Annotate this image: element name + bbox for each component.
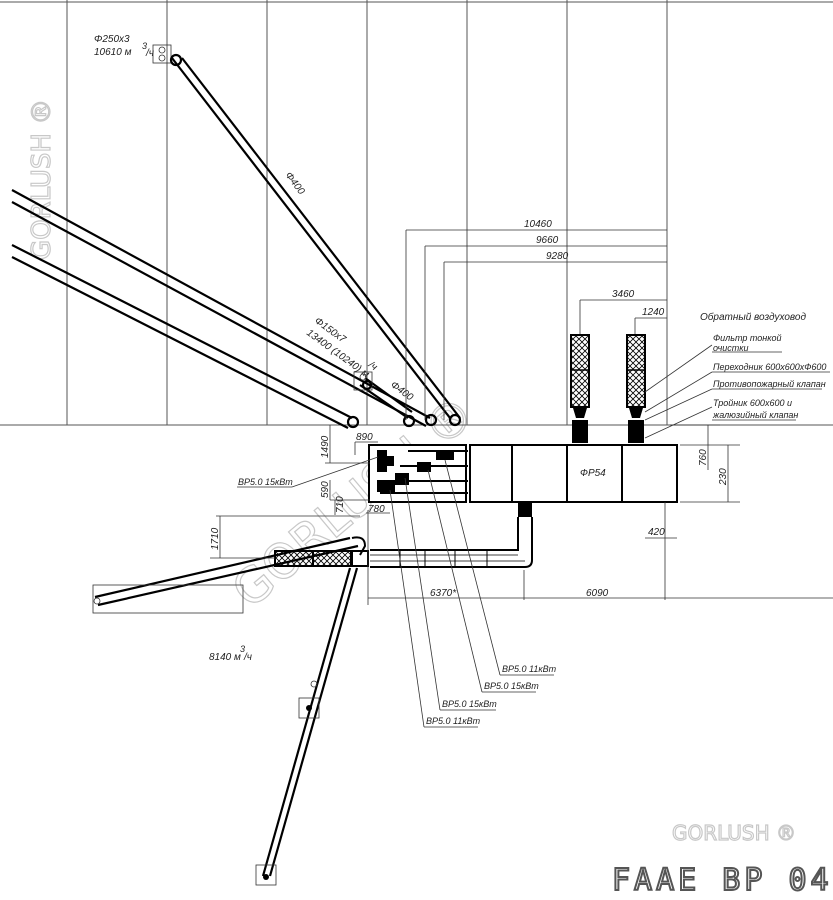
- dim-230: 230: [718, 468, 729, 486]
- svg-text:GORLUSH ®: GORLUSH ®: [27, 99, 57, 260]
- dim-9660: 9660: [536, 235, 559, 246]
- low-flow-label: 8140 м: [209, 652, 241, 663]
- callout-tee-1: Тройник 600х600 и: [713, 398, 792, 408]
- svg-text:3: 3: [142, 41, 147, 51]
- svg-text:/ч: /ч: [243, 652, 252, 663]
- unit-label: ФР54: [580, 468, 606, 479]
- dim-1490: 1490: [320, 435, 331, 458]
- vertical-riser: [370, 502, 533, 568]
- dimensions-right: [645, 424, 740, 600]
- fan-room: [368, 444, 468, 503]
- dim-3460: 3460: [612, 289, 635, 300]
- dim-1710: 1710: [210, 527, 221, 550]
- drawing-title: FAAE BP 040: [612, 863, 833, 898]
- callout-filter-2: очистки: [713, 343, 749, 353]
- fan-label-2: ВР5.0 15кВт: [484, 681, 539, 691]
- pipe-lower-left: [92, 536, 367, 614]
- callout-title: Обратный воздуховод: [700, 311, 806, 323]
- pipe-middle: [353, 371, 416, 428]
- svg-text:3: 3: [240, 644, 245, 654]
- air-handling-unit-fr54: [469, 444, 678, 503]
- dim-890: 890: [356, 432, 373, 443]
- dim-6370: 6370*: [430, 588, 457, 599]
- dim-9280: 9280: [546, 251, 569, 262]
- fan-label-left: ВР5.0 15кВт: [238, 477, 293, 487]
- dim-780: 780: [368, 504, 385, 515]
- fan-label-4: ВР5.0 11кВт: [426, 716, 481, 726]
- mid-pipe-diameter: Φ400: [388, 380, 415, 404]
- callout-tee-2: жалюзийный клапан: [712, 410, 798, 420]
- dim-420: 420: [648, 527, 665, 538]
- pipe-top-diagonal: [152, 44, 462, 427]
- return-filter-right: [626, 334, 646, 443]
- fan-label-1: ВР5.0 11кВт: [502, 664, 557, 674]
- watermark-corner: GORLUSH ®: [672, 821, 796, 845]
- dim-1240: 1240: [642, 307, 665, 318]
- pipe-left-lower: [11, 244, 360, 429]
- dim-760: 760: [698, 449, 709, 466]
- dim-710: 710: [335, 496, 346, 513]
- dim-590: 590: [320, 481, 331, 498]
- callout-fire-valve: Противопожарный клапан: [713, 379, 826, 389]
- dim-10460: 10460: [524, 219, 552, 230]
- dimensions-left: [210, 425, 833, 605]
- dimensions-top: [405, 229, 667, 420]
- watermark-vertical: GORLUSH ®: [26, 98, 57, 260]
- callout-adapter: Переходник 600х600хФ600: [713, 362, 826, 372]
- fan-label-3: ВР5.0 15кВт: [442, 699, 497, 709]
- return-filter-left: [570, 334, 590, 443]
- pipe-down-diagonal: [255, 567, 359, 886]
- dim-6090: 6090: [586, 588, 609, 599]
- fan-leaders: [237, 456, 554, 728]
- callout-leaders: [644, 344, 830, 439]
- top-pipe-flow: 10610 м: [94, 47, 132, 58]
- svg-text:/ч: /ч: [145, 48, 154, 59]
- callout-filter-1: Фильтр тонкой: [713, 333, 781, 343]
- top-pipe-spec: Φ250x3: [94, 34, 130, 45]
- pipe-left-upper: [11, 189, 438, 427]
